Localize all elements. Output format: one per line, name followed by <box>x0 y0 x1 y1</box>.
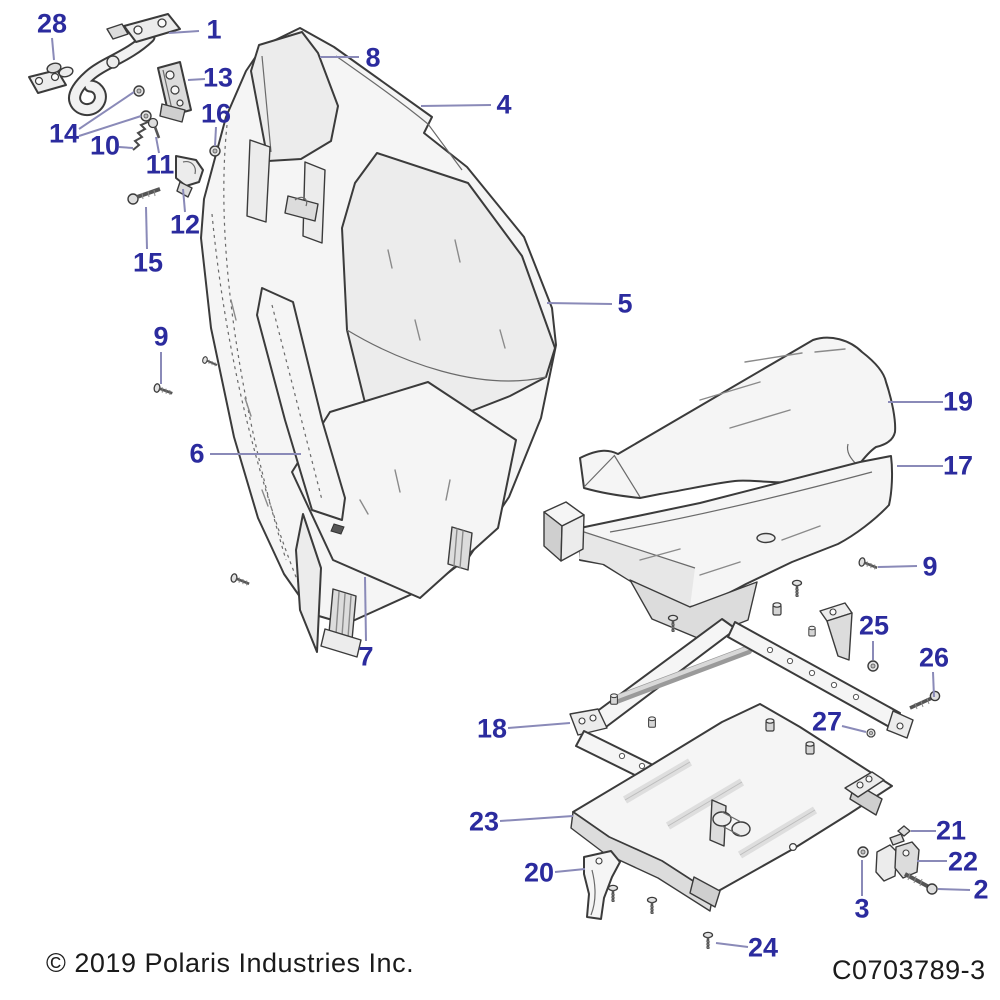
leader-line-4 <box>420 104 492 107</box>
callout-21: 21 <box>935 815 967 846</box>
callout-8: 8 <box>365 42 381 73</box>
pan-23-skirt <box>570 811 714 912</box>
callout-25: 25 <box>858 610 890 641</box>
side-bolster <box>256 287 346 521</box>
leader-line-5 <box>546 302 613 305</box>
bolt-26 <box>909 690 941 710</box>
handle-clamp-upper <box>106 23 129 40</box>
leader-line-15 <box>145 206 148 250</box>
callout-23: 23 <box>468 806 500 837</box>
leader-line-23 <box>499 815 574 822</box>
headrest-pad <box>250 31 339 162</box>
hinge-bracket-13 <box>157 61 192 123</box>
callout-16: 16 <box>200 98 232 129</box>
pan-handle-detail <box>756 532 776 544</box>
callout-5: 5 <box>617 288 633 319</box>
callout-9: 9 <box>922 551 938 582</box>
leader-line-13 <box>187 78 206 81</box>
bracket-22 <box>875 833 920 882</box>
rail-left-bracket <box>569 708 608 736</box>
bracket-25 <box>819 602 853 661</box>
callout-3: 3 <box>854 893 870 924</box>
leader-line-26 <box>932 671 935 698</box>
pan-23-roller <box>709 799 751 847</box>
leader-line-14 <box>78 115 142 137</box>
bracket-20 <box>583 850 621 920</box>
seat-back-leg-left <box>320 588 362 658</box>
leader-line-27 <box>841 725 867 733</box>
callout-22: 22 <box>947 846 979 877</box>
latch-bracket-12 <box>175 155 204 198</box>
leader-line-20 <box>554 868 586 873</box>
leader-line-14 <box>78 91 135 130</box>
clip <box>330 523 345 535</box>
leader-line-9 <box>877 565 918 568</box>
callout-19: 19 <box>942 386 974 417</box>
cushion-19 <box>579 336 897 499</box>
leader-line-2 <box>937 888 971 891</box>
headrest-post-left <box>246 139 271 223</box>
leader-line-24 <box>715 942 749 948</box>
handle-collar <box>106 55 120 69</box>
leader-line-16 <box>214 126 217 147</box>
screw-11 <box>147 117 161 139</box>
callout-12: 12 <box>169 209 201 240</box>
callout-6: 6 <box>189 438 205 469</box>
bolster-flap <box>295 513 322 653</box>
pan-23-corner-plate <box>844 771 885 798</box>
leader-line-11 <box>155 136 160 154</box>
grab-handle-assembly <box>28 13 221 205</box>
part-number-text: C0703789-3 <box>832 955 986 985</box>
leader-line-28 <box>51 37 55 61</box>
callout-2: 2 <box>973 874 989 905</box>
bolt-2 <box>904 872 938 895</box>
callout-1: 1 <box>206 14 222 45</box>
spring-10 <box>132 121 149 151</box>
callout-11: 11 <box>145 149 175 180</box>
pan-23-foot-front <box>689 876 721 908</box>
headrest-latch-plate <box>284 195 319 222</box>
callout-4: 4 <box>496 89 512 120</box>
callout-28: 28 <box>36 8 68 39</box>
callout-18: 18 <box>476 713 508 744</box>
callout-10: 10 <box>89 130 121 161</box>
bolt-15 <box>127 187 161 205</box>
callout-24: 24 <box>747 932 779 963</box>
seat-back-assembly <box>200 27 557 658</box>
callout-26: 26 <box>918 642 950 673</box>
copyright-text: © 2019 Polaris Industries Inc. <box>46 948 415 978</box>
seat-cushion-top <box>579 336 897 499</box>
lower-frame-pan <box>570 703 893 912</box>
callout-7: 7 <box>358 641 374 672</box>
leader-line-12 <box>182 188 186 213</box>
pan-mount-block <box>543 501 585 562</box>
callout-9: 9 <box>153 321 169 352</box>
callout-15: 15 <box>132 247 164 278</box>
callout-17: 17 <box>942 450 974 481</box>
leader-line-18 <box>507 722 571 729</box>
clamp-28 <box>46 62 74 78</box>
seat-back-leg-right <box>447 526 473 571</box>
callout-13: 13 <box>202 62 234 93</box>
leader-line-1 <box>168 30 200 34</box>
callout-27: 27 <box>811 706 843 737</box>
callout-20: 20 <box>523 857 555 888</box>
leader-line-7 <box>364 576 367 642</box>
leader-line-10 <box>118 146 134 149</box>
callout-14: 14 <box>48 118 80 149</box>
